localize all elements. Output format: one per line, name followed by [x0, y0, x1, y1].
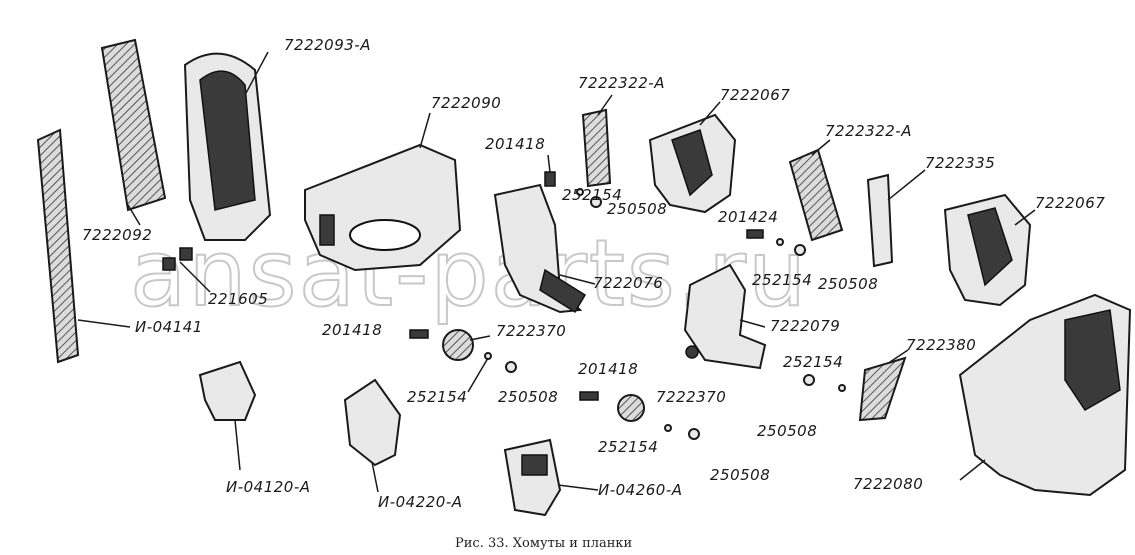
label-250508-4: 250508	[757, 422, 817, 440]
label-201418-2: 201418	[322, 321, 382, 339]
part-clamp-7222076	[493, 183, 587, 314]
part-nut-250508-1	[590, 196, 602, 208]
part-nut-250508-2	[794, 244, 806, 256]
part-plate-7222322a-1	[581, 108, 612, 188]
label-i04120a: И-04120-А	[226, 478, 311, 496]
label-252154-5: 252154	[598, 438, 658, 456]
label-252154-2: 252154	[752, 271, 812, 289]
part-plate-7222322a-2	[788, 148, 844, 242]
label-7222370-2: 7222370	[656, 388, 726, 406]
part-housing-7222090	[304, 143, 462, 272]
part-clamp-i04260a	[503, 438, 562, 517]
part-strap-long	[36, 128, 80, 364]
part-bracket-7222093a	[183, 52, 272, 241]
label-252154-1: 252154	[562, 186, 622, 204]
label-7222090: 7222090	[431, 94, 501, 112]
part-bracket-7222080	[958, 293, 1132, 497]
label-7222335: 7222335	[925, 154, 995, 172]
label-7222076: 7222076	[593, 274, 663, 292]
part-rail-7222335	[866, 173, 894, 268]
part-clamp-i04120a	[198, 360, 257, 421]
label-7222067-1: 7222067	[720, 86, 790, 104]
part-clamp-7222067-2	[943, 193, 1032, 307]
label-201418-3: 201418	[578, 360, 638, 378]
part-clamp-i04220a	[343, 378, 402, 467]
part-clamp-7222079	[683, 263, 767, 370]
label-250508-1: 250508	[607, 200, 667, 218]
part-nut-250508-3	[505, 361, 517, 373]
part-screw-221605	[162, 247, 193, 271]
label-7222322a-1: 7222322-А	[578, 74, 665, 92]
label-7222079: 7222079	[770, 317, 840, 335]
part-nut-250508-4	[803, 374, 815, 386]
label-7222380: 7222380	[906, 336, 976, 354]
label-7222322a-2: 7222322-А	[825, 122, 912, 140]
label-201418-1: 201418	[485, 135, 545, 153]
part-plate-7222380	[858, 356, 907, 422]
label-252154-4: 252154	[407, 388, 467, 406]
label-7222093a: 7222093-А	[284, 36, 371, 54]
label-i04141: И-04141	[135, 318, 203, 336]
label-250508-5: 250508	[710, 466, 770, 484]
part-nut-250508-5	[688, 428, 700, 440]
part-plate-7222092	[100, 38, 167, 212]
part-screw-201418-2	[409, 329, 429, 339]
label-7222080: 7222080	[853, 475, 923, 493]
label-250508-2: 250508	[818, 275, 878, 293]
part-washer-252154-1	[576, 188, 584, 196]
part-washer-252154-2	[776, 238, 784, 246]
leader-lines	[77, 51, 1036, 493]
label-250508-3: 250508	[498, 388, 558, 406]
part-washer-252154-4	[838, 384, 846, 392]
part-clamp-7222067-1	[648, 113, 737, 214]
figure-caption: Рис. 33. Хомуты и планки	[455, 536, 632, 551]
label-7222067-2: 7222067	[1035, 194, 1105, 212]
label-7222092: 7222092	[82, 226, 152, 244]
label-7222370-1: 7222370	[496, 322, 566, 340]
label-i04220a: И-04220-А	[378, 493, 463, 511]
part-washer-7222370-1	[442, 329, 474, 361]
part-screw-201418-3	[579, 391, 599, 401]
label-252154-3: 252154	[783, 353, 843, 371]
part-washer-252154-5	[664, 424, 672, 432]
label-i04260a: И-04260-А	[598, 481, 683, 499]
part-screw-201424	[746, 229, 764, 239]
label-221605: 221605	[208, 290, 268, 308]
label-201424: 201424	[718, 208, 778, 226]
part-washer-7222370-2	[617, 394, 645, 422]
part-screw-201418-1	[544, 171, 556, 187]
